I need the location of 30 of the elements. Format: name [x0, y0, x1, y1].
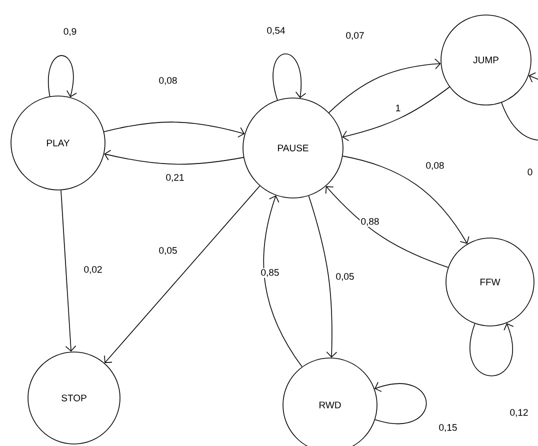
arrow — [263, 195, 302, 368]
edge-label: 0,88 — [360, 217, 380, 227]
edge-label: 0,21 — [164, 173, 186, 183]
arrow — [342, 86, 450, 142]
edge-label: 0,08 — [158, 76, 178, 86]
edge-label: 1 — [394, 104, 402, 112]
edge-label: 0,15 — [438, 423, 458, 433]
edge-label: 0,54 — [266, 26, 286, 36]
self-loop-arrow — [470, 323, 514, 376]
edge-label: 0,02 — [82, 265, 104, 275]
arrow — [342, 156, 470, 244]
arrow — [308, 195, 338, 358]
arrow — [60, 190, 76, 352]
self-loop-arrow — [374, 382, 427, 424]
arrow — [104, 186, 260, 364]
edge-label: 0,12 — [508, 408, 530, 418]
edge-label: 0 — [526, 168, 534, 176]
arrow — [325, 186, 448, 268]
edge-label: 0,05 — [158, 246, 178, 256]
arrow — [104, 150, 244, 165]
self-loop-arrow — [272, 54, 306, 100]
arrow — [104, 122, 245, 138]
edge-label: 0,85 — [260, 268, 280, 278]
edge-label: 0,08 — [424, 161, 446, 171]
edge-label: 0,9 — [62, 27, 78, 37]
arrow — [328, 58, 441, 114]
self-loop-arrow — [48, 55, 77, 98]
edge-label: 0,05 — [334, 272, 356, 282]
self-loop-arrow — [501, 72, 538, 141]
edge-label: 0,07 — [344, 31, 366, 41]
